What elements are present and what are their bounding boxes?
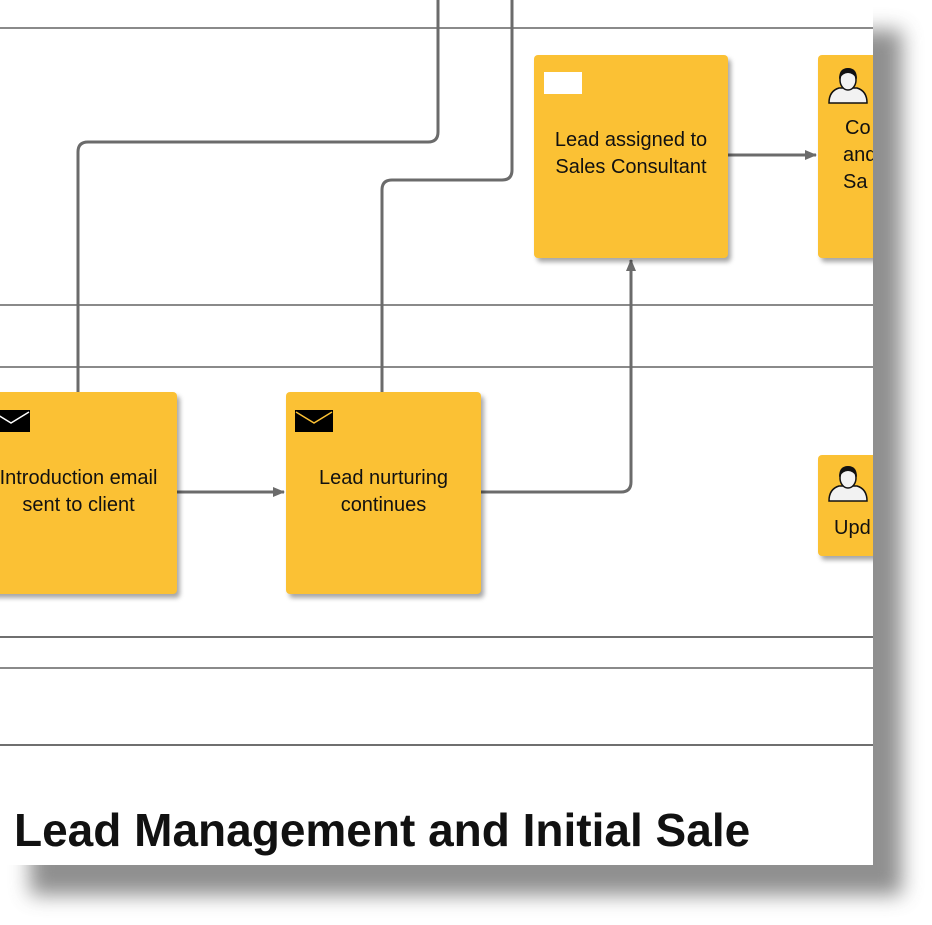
task-label: Sales Consultant: [555, 156, 707, 178]
envelope-icon: [295, 410, 333, 432]
person-icon: [828, 68, 868, 104]
task-contact[interactable]: Co and Sa: [818, 55, 873, 258]
task-label: and: [843, 144, 873, 166]
task-lead-nurturing[interactable]: Lead nurturing continues: [286, 392, 481, 594]
diagram-title: Lead Management and Initial Sale: [14, 804, 751, 856]
envelope-icon: [0, 410, 30, 432]
task-label: Introduction email: [0, 467, 158, 489]
task-update[interactable]: Upd: [818, 455, 873, 556]
task-label: sent to client: [22, 494, 135, 516]
task-label: Sa: [843, 171, 868, 193]
connector: [76, 0, 440, 392]
connector: [380, 0, 514, 392]
task-lead-assigned[interactable]: Lead assigned to Sales Consultant: [534, 55, 728, 258]
diagram-page: Introduction email sent to client Lead n…: [0, 0, 873, 856]
blank-message-icon: [544, 72, 582, 94]
person-icon: [828, 466, 868, 502]
task-label: Lead nurturing: [319, 467, 448, 489]
task-label: Upd: [834, 517, 871, 539]
connectors-and-lanes: [0, 0, 873, 746]
task-label: Co: [845, 117, 871, 139]
connector-arrow: [481, 259, 636, 494]
task-intro-email[interactable]: Introduction email sent to client: [0, 392, 177, 594]
task-label: Lead assigned to: [554, 129, 708, 151]
task-label: continues: [340, 494, 427, 516]
